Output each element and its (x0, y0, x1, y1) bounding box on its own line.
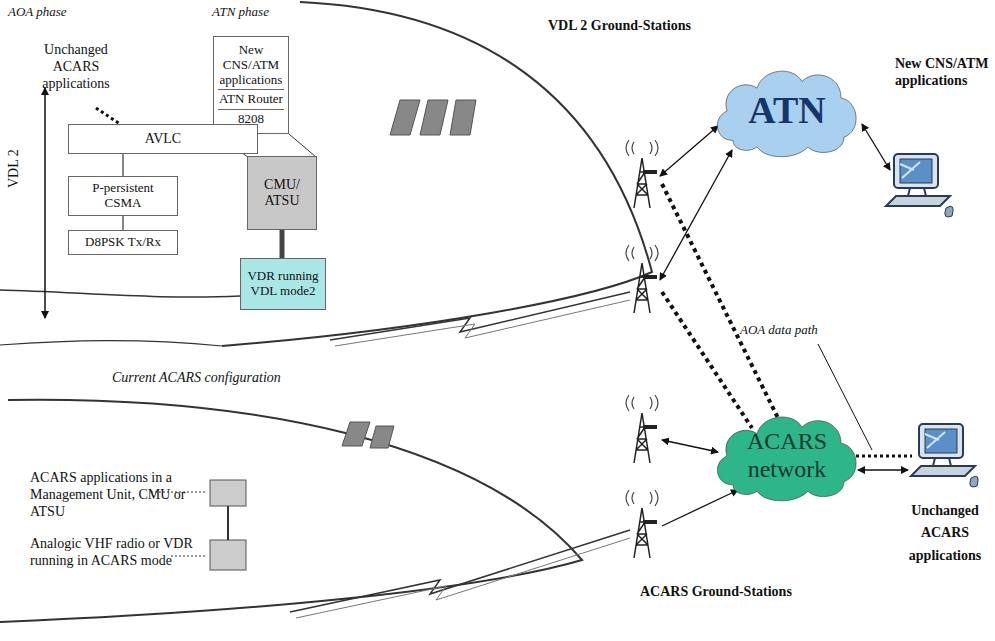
annotation-label: VDL 2 (6, 147, 23, 190)
connector (280, 230, 285, 258)
annotation-label: Analogic VHF radio or VDR running in ACA… (30, 536, 205, 570)
annotation-label: ACARS Ground-Stations (640, 584, 820, 601)
radio-box: VDR running VDL mode2 (240, 258, 326, 310)
protocol-box: P-persistent CSMA (68, 176, 178, 216)
annotation-label: AOA phase (8, 4, 108, 20)
annotation-label: AOA data path (740, 322, 850, 338)
protocol-box: AVLC (68, 124, 258, 154)
node-text: ATN Router (218, 89, 284, 107)
connector (122, 216, 123, 230)
annotation-label: Current ACARS configuration (112, 370, 312, 387)
annotation-label: VDL 2 Ground-Stations (548, 18, 698, 35)
stack-box: New CNS/ATM applicationsATN Router8208 (213, 36, 289, 134)
node-text: ATN (748, 89, 825, 133)
node-text: CMU/ ATSU (252, 177, 312, 209)
node-text: New CNS/ATM applications (218, 43, 284, 88)
annotation-label: Unchanged ACARS applications (898, 500, 992, 567)
annotation-label: New CNS/ATM applications (895, 56, 991, 90)
annotation-label: ACARS applications in a Management Unit,… (30, 470, 205, 520)
protocol-box: D8PSK Tx/Rx (68, 230, 178, 255)
node-text: D8PSK Tx/Rx (85, 235, 161, 250)
annotation-label: Unchanged ACARS applications (28, 42, 124, 92)
connector (122, 154, 123, 176)
unit-box: CMU/ ATSU (247, 156, 317, 230)
node-text: P-persistent CSMA (73, 181, 173, 211)
network-cloud: ATN (712, 62, 862, 160)
network-cloud: ACARS network (712, 408, 862, 504)
node-text: VDR running VDL mode2 (245, 269, 321, 299)
annotation-label: ATN phase (212, 4, 292, 20)
node-text: ACARS network (732, 428, 842, 483)
node-text: AVLC (145, 131, 181, 147)
